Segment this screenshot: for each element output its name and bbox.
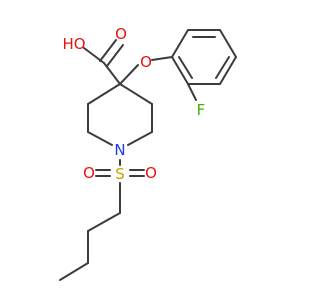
bond-ar-inner-right (215, 56, 230, 79)
bond-c4-c3 (119, 83, 153, 105)
bond-c1-c2 (87, 212, 121, 232)
bond-carbonyl-double-a (99, 39, 117, 62)
nitrogen-label: N (114, 141, 125, 159)
atom-labels: HO O O F N S O O (62, 25, 205, 183)
carbonyl-oxygen-label: O (115, 25, 127, 43)
bond-c5-c4 (87, 83, 121, 105)
bond-carbonyl-double-b (106, 44, 124, 67)
sulfonyl-oxygen-right-label: O (145, 164, 157, 182)
fluorine-label: F (197, 101, 206, 119)
bond-n-c6 (87, 131, 113, 146)
bond-ar4-ar5 (219, 56, 237, 85)
bond-ar6-ar1 (171, 56, 189, 85)
sulfonyl-oxygen-left-label: O (83, 164, 95, 182)
bond-ether-o-aryl (151, 56, 173, 61)
bond-ar6-f (187, 83, 197, 101)
molecule-structure: HO O O F N S O O (59, 25, 237, 281)
hydroxyl-label: HO (62, 35, 85, 53)
bond-c4-ether-o (119, 64, 139, 85)
bond-ar1-ar2 (171, 29, 189, 58)
sulfur-label: S (115, 165, 125, 183)
bond-lines (59, 29, 237, 281)
bond-ar-inner-left (178, 56, 193, 79)
bond-ar3-ar4 (219, 29, 237, 58)
bond-c2-n (127, 131, 153, 146)
bond-c3-c4 (59, 262, 89, 281)
ether-oxygen-label: O (140, 53, 152, 71)
